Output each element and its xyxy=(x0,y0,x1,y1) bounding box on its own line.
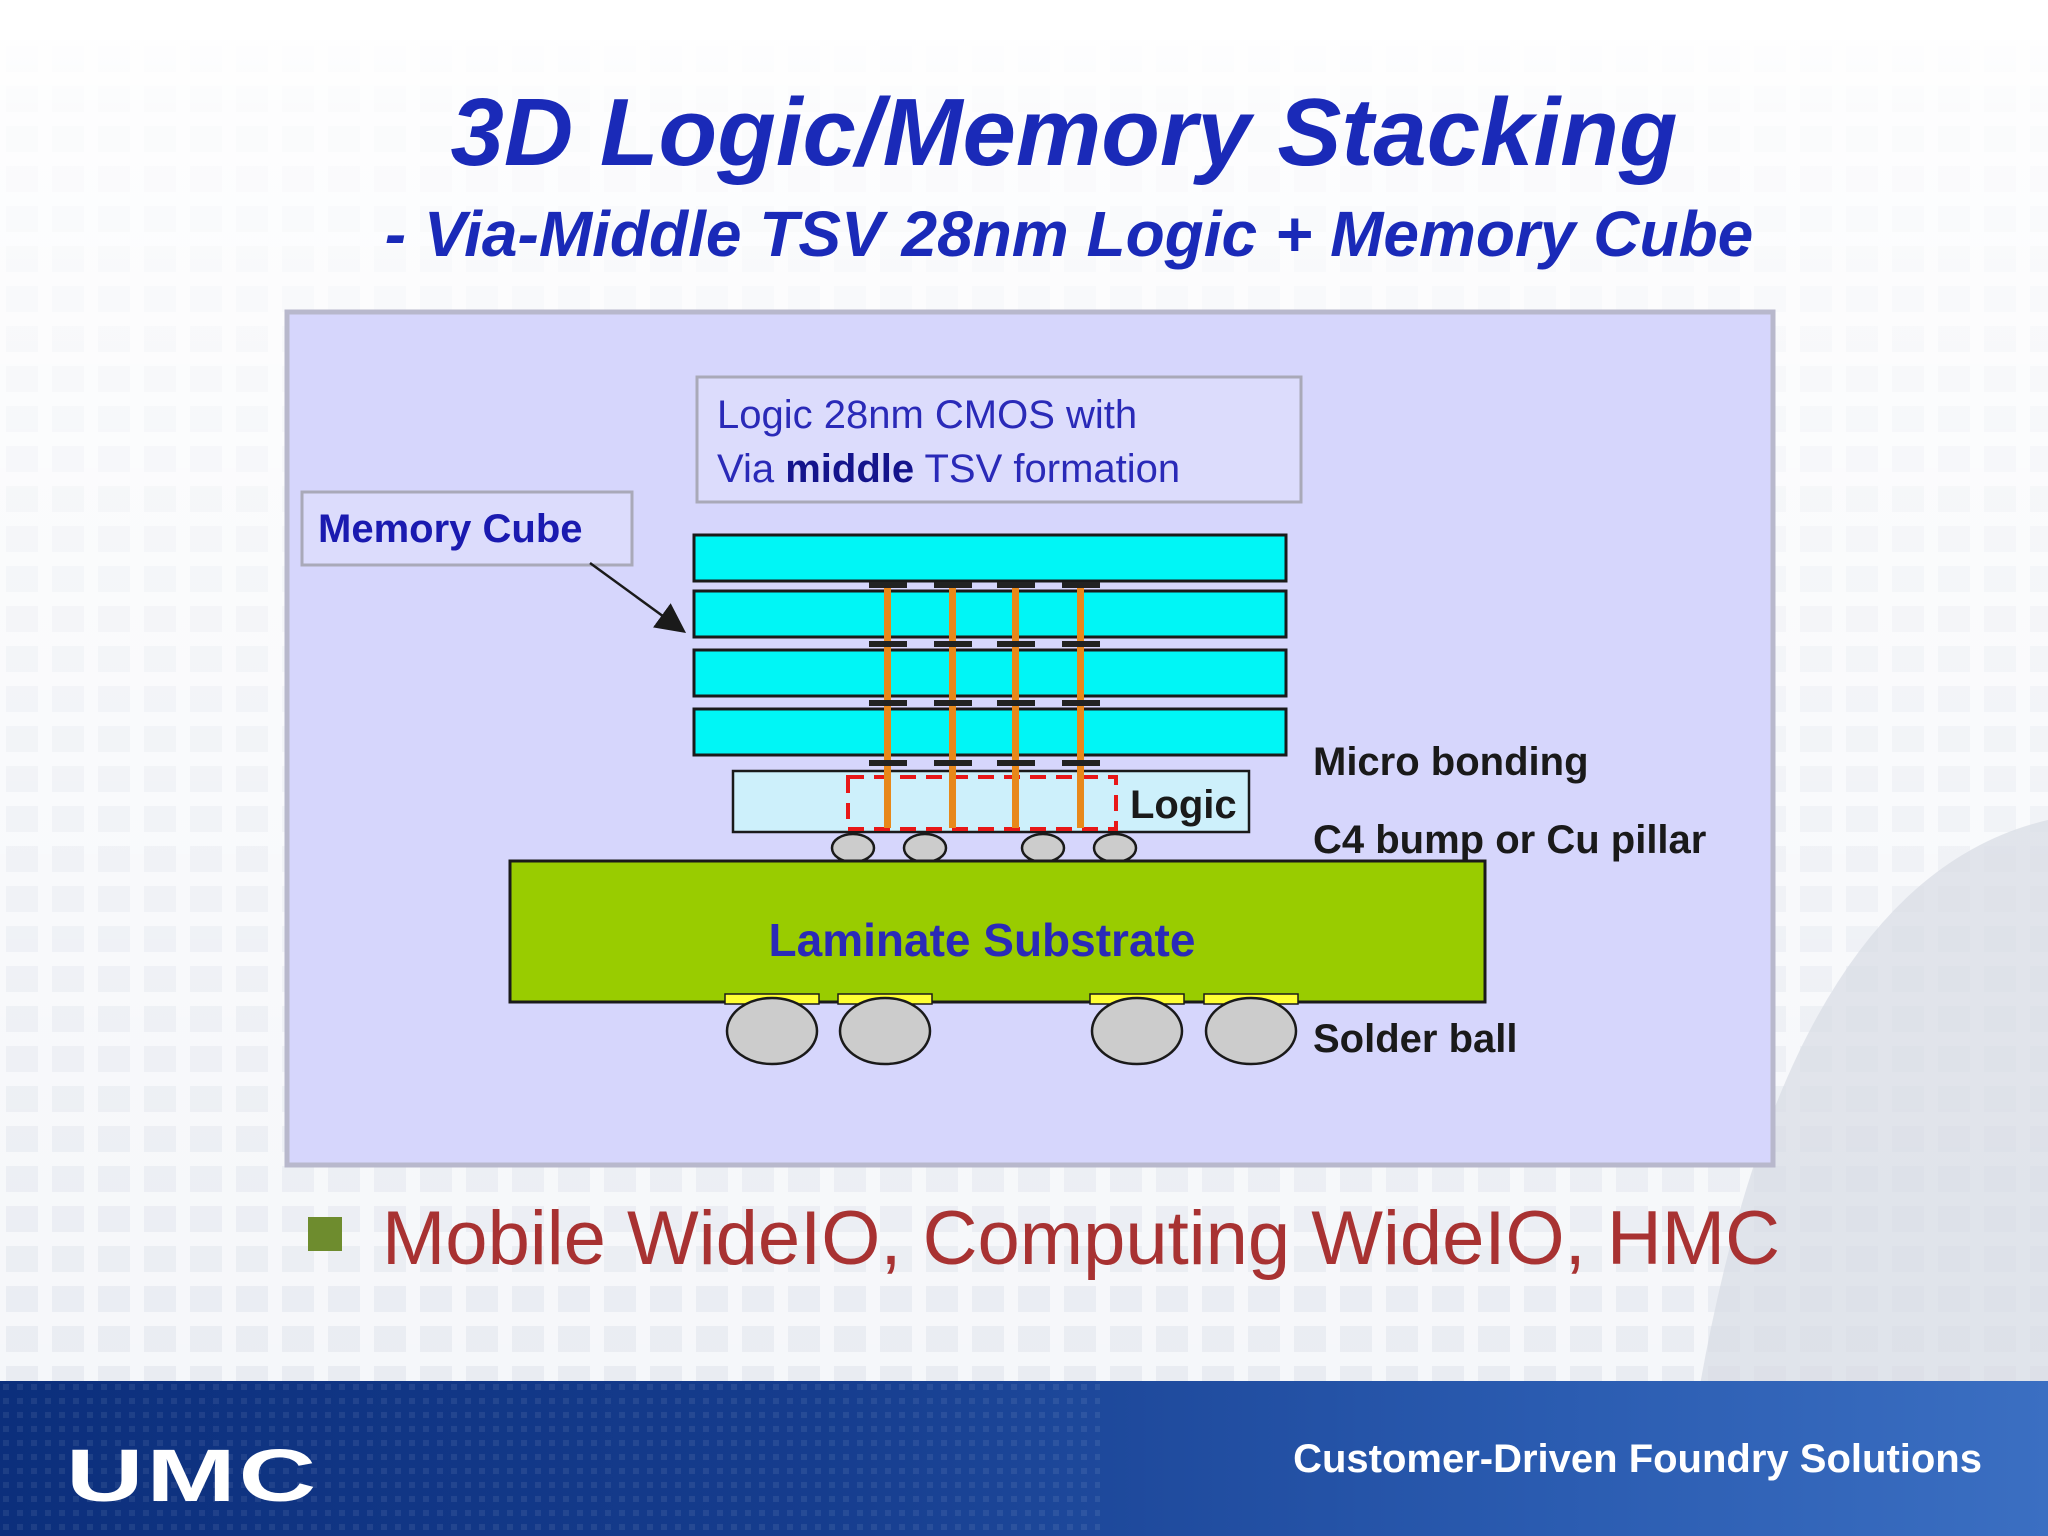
logic-callout-line1: Logic 28nm CMOS with xyxy=(717,393,1137,437)
solder-balls xyxy=(724,993,1299,1066)
memory-callout-arrow xyxy=(589,561,687,633)
bullet-square-icon xyxy=(308,1217,342,1251)
memory-callout-text: Memory Cube xyxy=(318,507,583,551)
bullet-text: Mobile WideIO, Computing WideIO, HMC xyxy=(382,1195,1780,1281)
micro-bonds xyxy=(869,582,1100,766)
laminate-substrate xyxy=(508,859,1487,1004)
bullet-item: Mobile WideIO, Computing WideIO, HMC xyxy=(308,1188,1780,1288)
logic-callout-line2-prefix: Via xyxy=(717,447,785,491)
c4-bump-label: C4 bump or Cu pillar xyxy=(1313,818,1706,862)
slide-subtitle: - Via-Middle TSV 28nm Logic + Memory Cub… xyxy=(384,198,1754,270)
logic-callout-line2: Via middle TSV formation xyxy=(717,447,1180,491)
slide-title: 3D Logic/Memory Stacking xyxy=(450,79,1678,186)
logic-label: Logic xyxy=(1130,783,1237,827)
micro-bonding-label: Micro bonding xyxy=(1313,740,1589,784)
substrate-label: Laminate Substrate xyxy=(769,914,1196,966)
footer-bar: UMC Customer-Driven Foundry Solutions xyxy=(0,1381,2048,1536)
memory-die-1 xyxy=(692,533,1288,583)
footer-tagline: Customer-Driven Foundry Solutions xyxy=(1293,1437,1982,1481)
memory-callout-box xyxy=(300,490,634,567)
memory-die-4 xyxy=(692,707,1288,757)
memory-die-2 xyxy=(692,589,1288,639)
umc-logo: UMC xyxy=(66,1434,320,1517)
footer-pattern xyxy=(0,1381,1100,1536)
memory-die-3 xyxy=(692,648,1288,698)
logic-die xyxy=(731,769,1251,834)
logic-callout-line2-suffix: TSV formation xyxy=(914,447,1180,491)
tsv-region-outline xyxy=(846,775,1118,831)
logic-callout-box xyxy=(695,375,1303,504)
tsv-columns xyxy=(884,586,1084,828)
solder-ball-label: Solder ball xyxy=(1313,1017,1518,1061)
logic-callout-line2-bold: middle xyxy=(785,447,914,491)
